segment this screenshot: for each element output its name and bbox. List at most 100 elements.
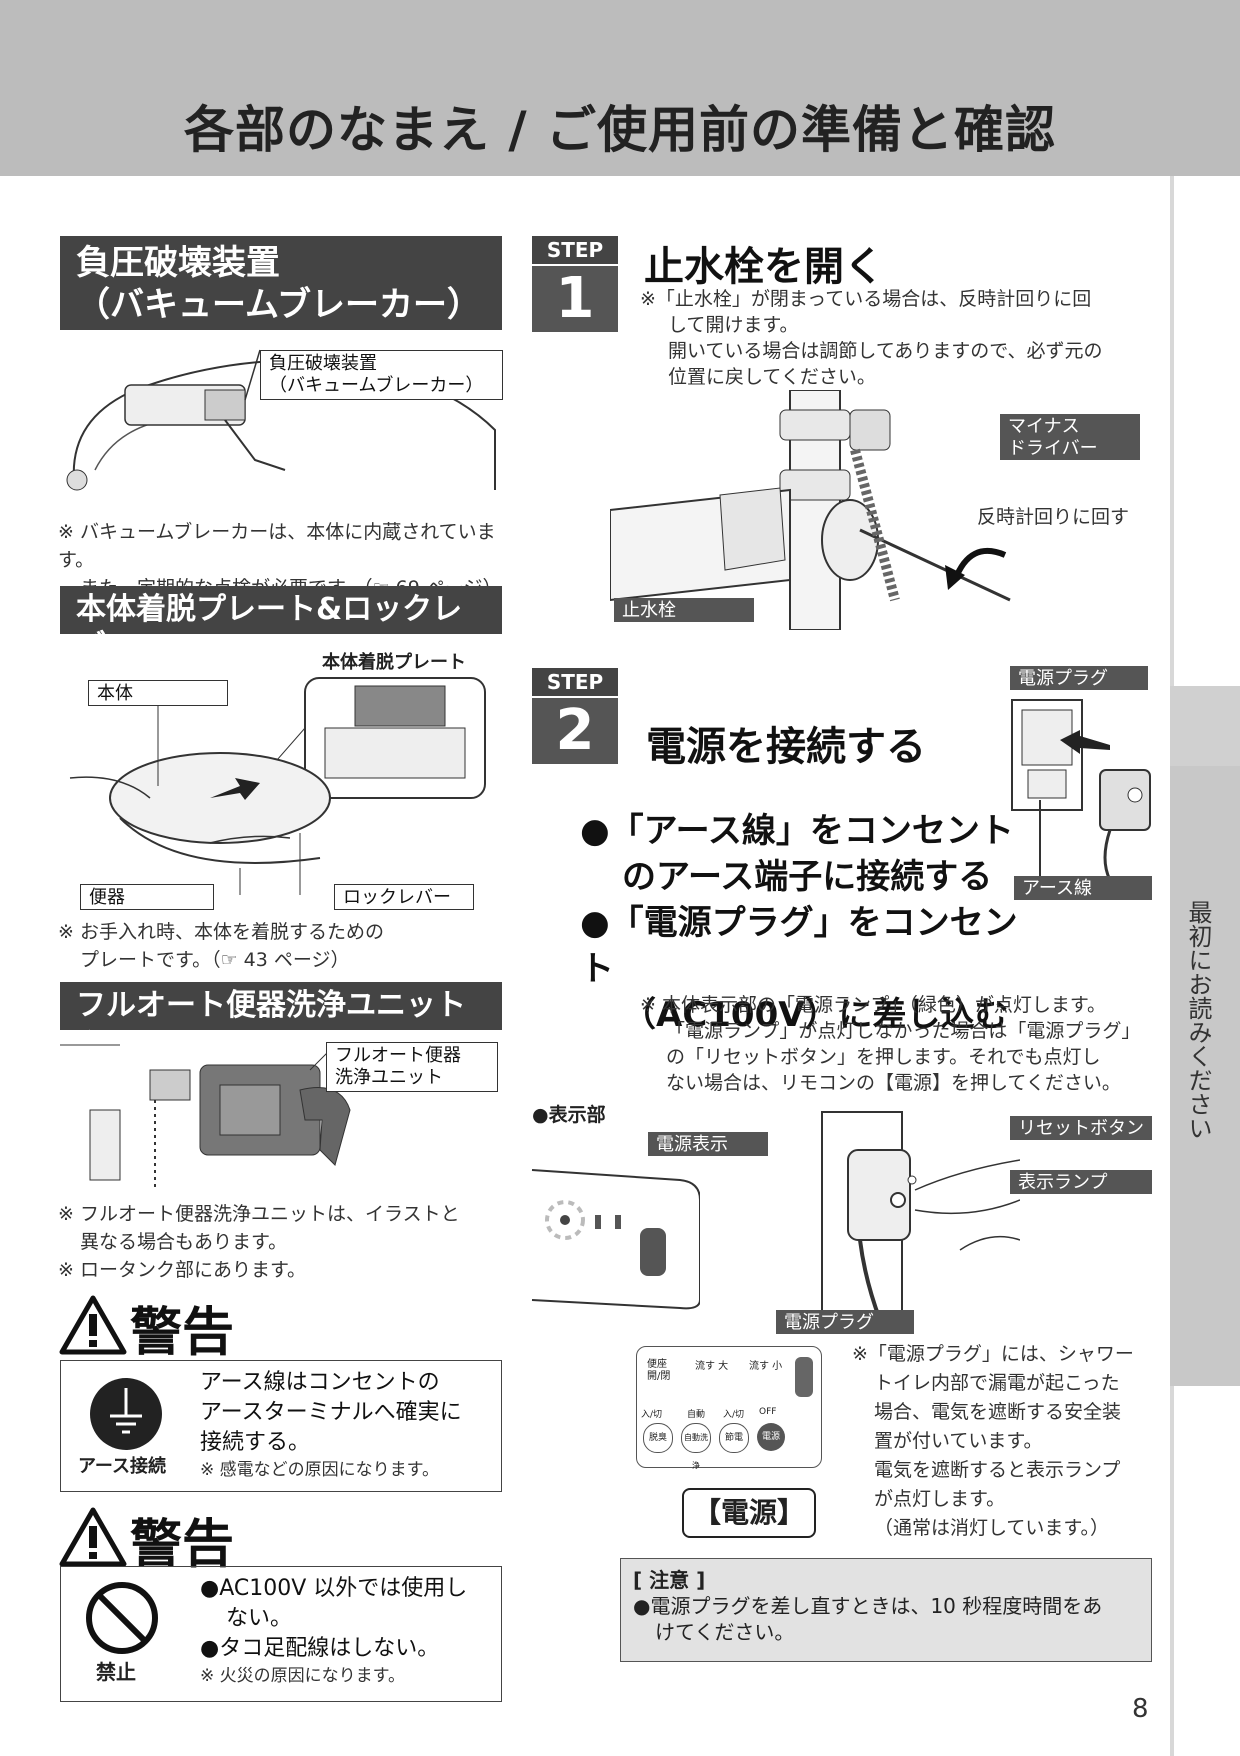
plug-hand-illustration [821,1111,1020,1321]
body-callout: 本体 [88,680,228,706]
warning2-box [60,1566,502,1702]
flush-unit-note-line2: 異なる場合もあります。 [80,1231,288,1253]
warning2-text: ●AC100V 以外では使用し ない。 ●タコ足配線はしない。 ※ 火災の原因に… [200,1574,500,1688]
plug-bottom-callout: 電源プラグ [776,1310,914,1334]
step1-note: ※「止水栓」が閉まっている場合は、反時計回りに回 して開けます。 開いている場合… [640,286,1160,390]
remote-small-onoff2: 入/切 [723,1410,745,1420]
remote-small-auto: 自動 [687,1410,706,1420]
step2-note: ※ 本体表示部の「電源ランプ」（緑色）が点灯します。 「電源ランプ」が点灯しなか… [640,992,1160,1096]
plate-note-line2: プレートです。（☞ 43 ページ） [80,949,350,971]
vacuum-breaker-illustration [66,349,496,491]
vacuum-heading-line1: 負圧破壊装置 [76,243,280,283]
vacuum-breaker-heading: 負圧破壊装置 （バキュームブレーカー） [60,236,502,330]
lamp-callout: 表示ランプ [1010,1170,1152,1194]
reset-button-callout: リセットボタン [1010,1116,1152,1140]
earth-ground-icon [90,1378,162,1450]
side-tab-marker [1170,686,1240,766]
step2-label: STEP [532,668,618,696]
bullet2-line1: ●「電源プラグ」をコンセント [580,903,1018,989]
remote-key-deodorize[interactable]: 脱臭 [643,1423,673,1453]
remote-small-off: OFF [759,1407,777,1417]
outlet-illustration [1011,699,1151,880]
step1-number: 1 [532,266,618,332]
flush-unit-note: ※ フルオート便器洗浄ユニットは、イラストと 異なる場合もあります。 ※ ロータ… [58,1200,508,1284]
warning1-title: 警告 [130,1303,235,1363]
remote-key-power-save[interactable]: 節電 [719,1423,749,1453]
remote-panel: 便座 開/閉 流す 大 流す 小 入/切 自動 入/切 OFF 脱臭 自動洗浄 … [636,1346,822,1470]
remote-btn-seat[interactable]: 便座 [647,1359,667,1370]
vacuum-heading-line2: （バキュームブレーカー） [76,285,481,325]
power-key-label: 【電源】 [682,1488,816,1538]
bullet2-line2: （AC100V）に差し込む [622,995,1009,1035]
flush-unit-callout: フルオート便器 洗浄ユニット [326,1042,498,1092]
remote-display [795,1357,813,1397]
warning2-text-line1: ●AC100V 以外では使用し [200,1576,468,1601]
step2-note-line1: ※ 本体表示部の「電源ランプ」（緑色）が点灯します。 [640,994,1106,1016]
plate-illustration [69,677,486,895]
vacuum-callout-line2: （バキュームブレーカー） [269,375,484,396]
warning1-text-line3: 接続する。 [200,1430,311,1455]
remote-btn-flush-small[interactable]: 流す 小 [749,1361,783,1372]
warning1-box [60,1360,502,1492]
warning2-text-line2: ない。 [226,1606,293,1631]
stop-valve-illustration [610,390,1011,630]
remote-key-auto-flush[interactable]: 自動洗浄 [681,1423,711,1470]
step1-title: 止水栓を開く [644,244,884,290]
prohibition-icon-label: 禁止 [96,1660,136,1684]
valve-callout: 止水栓 [614,598,754,622]
side-tab [1170,766,1240,1386]
plate-label: 本体着脱プレート [322,652,466,673]
caution-box: [ 注意 ] ●電源プラグを差し直すときは、10 秒程度時間をあ けてください。 [620,1558,1152,1662]
warning-triangle-icon [59,1507,127,1567]
flush-unit-note-line1: ※ フルオート便器洗浄ユニットは、イラストと [58,1203,460,1225]
display-heading: ●表示部 [532,1104,606,1126]
plug-top-callout: 電源プラグ [1010,666,1148,690]
flush-unit-illustration [60,1044,351,1190]
driver-callout: マイナス ドライバー [1000,414,1140,460]
plate-note-line1: ※ お手入れ時、本体を着脱するための [58,921,384,943]
power-display-callout: 電源表示 [648,1132,768,1156]
display-panel-illustration [531,1169,700,1310]
warning1-text-line2: アースターミナルへ確実に [200,1400,462,1425]
step2-bullets: ●「アース線」をコンセント のアース端子に接続する ●「電源プラグ」をコンセント… [580,808,1020,1038]
lock-lever-callout: ロックレバー [334,884,474,910]
remote-btn-seat-sub: 開/閉 [647,1371,671,1382]
plug-note-line3: 場合、電気を遮断する安全装 [874,1401,1122,1423]
bowl-callout: 便器 [80,884,214,910]
step1-note-line1: ※「止水栓」が閉まっている場合は、反時計回りに回 [640,288,1092,310]
plug-note-line5: 電気を遮断すると表示ランプ [874,1459,1121,1481]
plug-note-line6: が点灯します。 [874,1488,1006,1510]
step1-note-line3: 開いている場合は調節してありますので、必ず元の [668,340,1103,362]
warning2-text-line3: ●タコ足配線はしない。 [200,1636,440,1661]
plate-note: ※ お手入れ時、本体を着脱するための プレートです。（☞ 43 ページ） [58,918,508,974]
flush-unit-heading: フルオート便器洗浄ユニット☆ [60,982,502,1059]
step1-note-line4: 位置に戻してください。 [668,366,876,388]
flush-unit-note-line3: ※ ロータンク部にあります。 [58,1259,307,1281]
plug-note: ※「電源プラグ」には、シャワー トイレ内部で漏電が起こった 場合、電気を遮断する… [852,1340,1152,1543]
step1-label: STEP [532,236,618,264]
vacuum-callout-line1: 負圧破壊装置 [269,353,377,374]
flush-unit-callout-line2: 洗浄ユニット [335,1067,443,1088]
step2-note-line3: の「リセットボタン」を押します。それでも点灯し [666,1046,1101,1068]
bullet1-line2: のアース端子に接続する [622,857,993,897]
warning1-text-line1: アース線はコンセントの [200,1370,440,1395]
step1-note-line2: して開けます。 [668,314,799,336]
vacuum-breaker-callout: 負圧破壊装置 （バキュームブレーカー） [260,350,503,400]
caution-heading: [ 注意 ] [633,1568,706,1592]
plug-note-line7: （通常は消灯しています。） [874,1517,1110,1539]
warning-triangle-icon [59,1295,127,1355]
earth-icon-label: アース接続 [78,1456,167,1477]
remote-key-power[interactable]: 電源 [757,1423,785,1451]
page-number: 8 [1132,1694,1149,1724]
prohibition-icon [86,1582,158,1654]
step2-note-line2: 「電源ランプ」が点灯しなかった場合は「電源プラグ」 [666,1020,1141,1042]
step2-title: 電源を接続する [646,724,926,770]
plug-note-line2: トイレ内部で漏電が起こった [874,1372,1120,1394]
driver-callout-line2: ドライバー [1008,438,1098,459]
page-header [0,0,1240,176]
remote-btn-flush-large[interactable]: 流す 大 [695,1361,729,1372]
warning2-note: ※ 火災の原因になります。 [200,1666,405,1686]
vacuum-note-line1: ※ バキュームブレーカーは、本体に内蔵されています。 [58,521,496,571]
warning1-note: ※ 感電などの原因になります。 [200,1460,439,1480]
flush-unit-callout-line1: フルオート便器 [335,1045,461,1066]
